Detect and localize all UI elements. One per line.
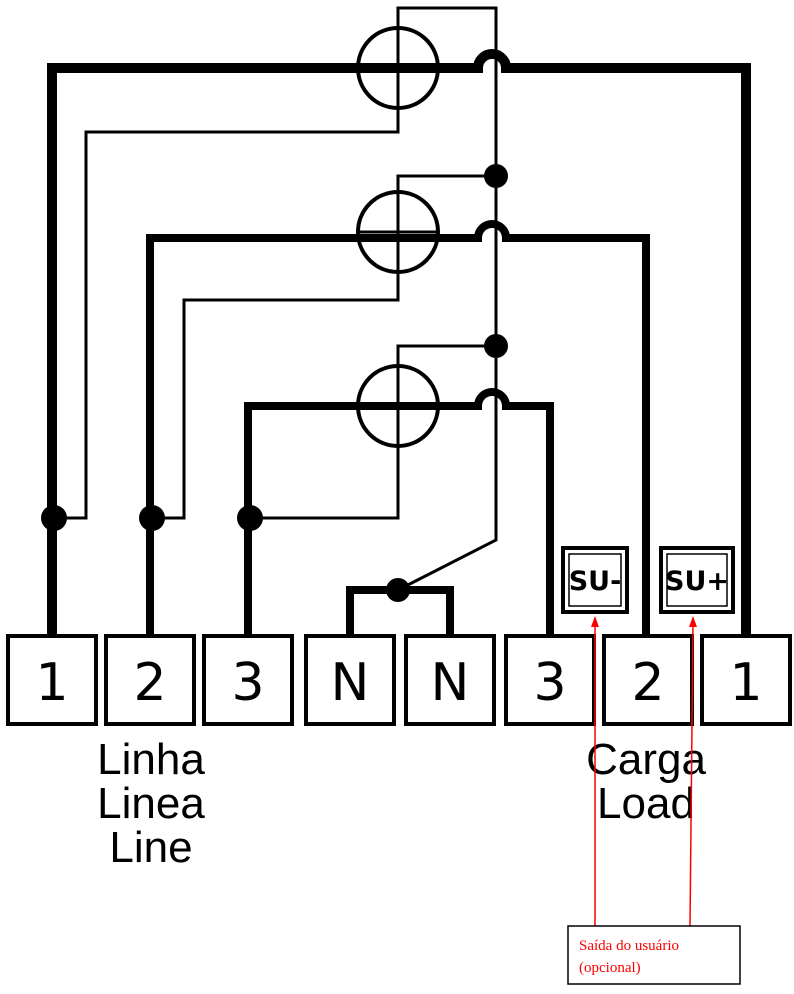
terminal-label: N [331,653,370,713]
su-plus-terminal: SU+ [659,546,735,614]
terminal-line-2: 2 [104,634,196,726]
arrow-line [689,623,694,927]
terminal-neutral-1: N [304,634,396,726]
line-label-pt: Linha [97,735,205,784]
terminal-load-3: 3 [504,634,596,726]
user-output-annotation: Saída do usuário (opcional) [567,616,741,985]
terminal-block-row: 1 2 3 N N 3 2 1 [6,634,792,726]
terminal-line-3: 3 [202,634,294,726]
terminal-label: 3 [533,653,566,713]
terminal-label: 1 [729,653,762,713]
terminal-load-1: 1 [700,634,792,726]
phase-2-wire [146,220,650,638]
terminal-neutral-2: N [404,634,496,726]
terminal-label: 2 [133,653,166,713]
junction-dot [41,505,67,531]
junction-dot [139,505,165,531]
arrow-head [689,616,697,627]
terminal-label: 1 [35,653,68,713]
su-minus-terminal: SU- [561,546,629,614]
line-label-en: Line [109,823,192,872]
phase-1-wire [47,49,751,638]
arrow-head [591,616,599,627]
note-line-2: (opcional) [579,960,641,976]
terminal-load-2: 2 [602,634,694,726]
load-label: Carga Load [586,735,706,828]
junction-dot [237,505,263,531]
junction-dot [484,334,508,358]
line-label: Linha Linea Line [97,735,205,872]
junction-dot [484,164,508,188]
phase-3-wire [244,388,554,638]
terminal-line-1: 1 [6,634,98,726]
note-box [567,925,741,985]
su-minus-label: SU- [569,566,622,597]
load-label-pt: Carga [586,735,706,784]
junction-dots [41,164,508,602]
phase-3-sense-wire [250,344,496,520]
junction-dot [386,578,410,602]
line-label-es: Linea [97,779,205,828]
terminal-label: N [431,653,470,713]
phase-2-sense-wire [152,174,496,520]
su-plus-label: SU+ [665,566,729,597]
load-label-es: Load [597,779,695,828]
note-line-1: Saída do usuário [579,938,679,954]
terminal-label: 2 [631,653,664,713]
terminal-label: 3 [231,653,264,713]
